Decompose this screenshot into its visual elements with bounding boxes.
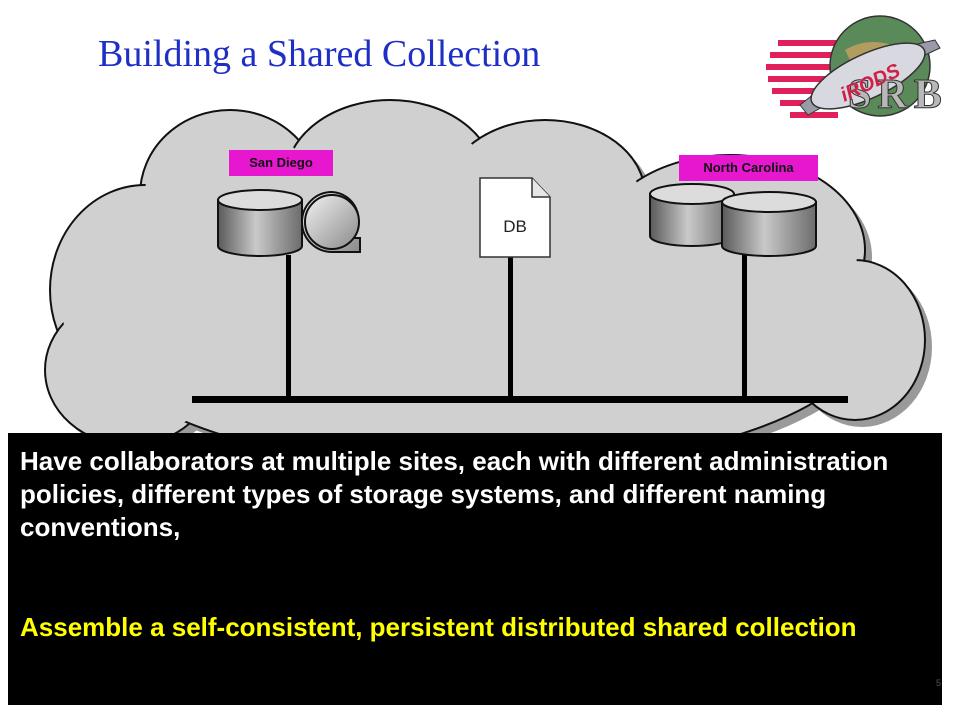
db-label: DB <box>503 217 527 236</box>
san-diego-storage-icon <box>217 189 303 257</box>
db-document-icon <box>479 177 551 258</box>
caption-description: Have collaborators at multiple sites, ea… <box>20 446 889 542</box>
north-carolina-storage-icon-back <box>649 183 735 247</box>
caption-goal: Assemble a self-consistent, persistent d… <box>20 612 857 642</box>
link-db <box>508 256 513 397</box>
san-diego-archive-icon <box>301 190 361 253</box>
slide-title: Building a Shared Collection <box>98 33 541 75</box>
site-label-san-diego: San Diego <box>229 150 333 176</box>
link-north-carolina <box>742 255 747 397</box>
network-bus <box>192 396 848 403</box>
page-number: 5 <box>936 678 942 688</box>
irods-srb-logo: SRB iRODS <box>766 15 948 119</box>
link-san-diego <box>286 255 291 397</box>
logo-letters: SRB <box>848 72 948 118</box>
site-label-north-carolina: North Carolina <box>679 155 818 181</box>
north-carolina-storage-icon-front <box>721 191 817 257</box>
caption-box: Have collaborators at multiple sites, ea… <box>8 433 942 705</box>
